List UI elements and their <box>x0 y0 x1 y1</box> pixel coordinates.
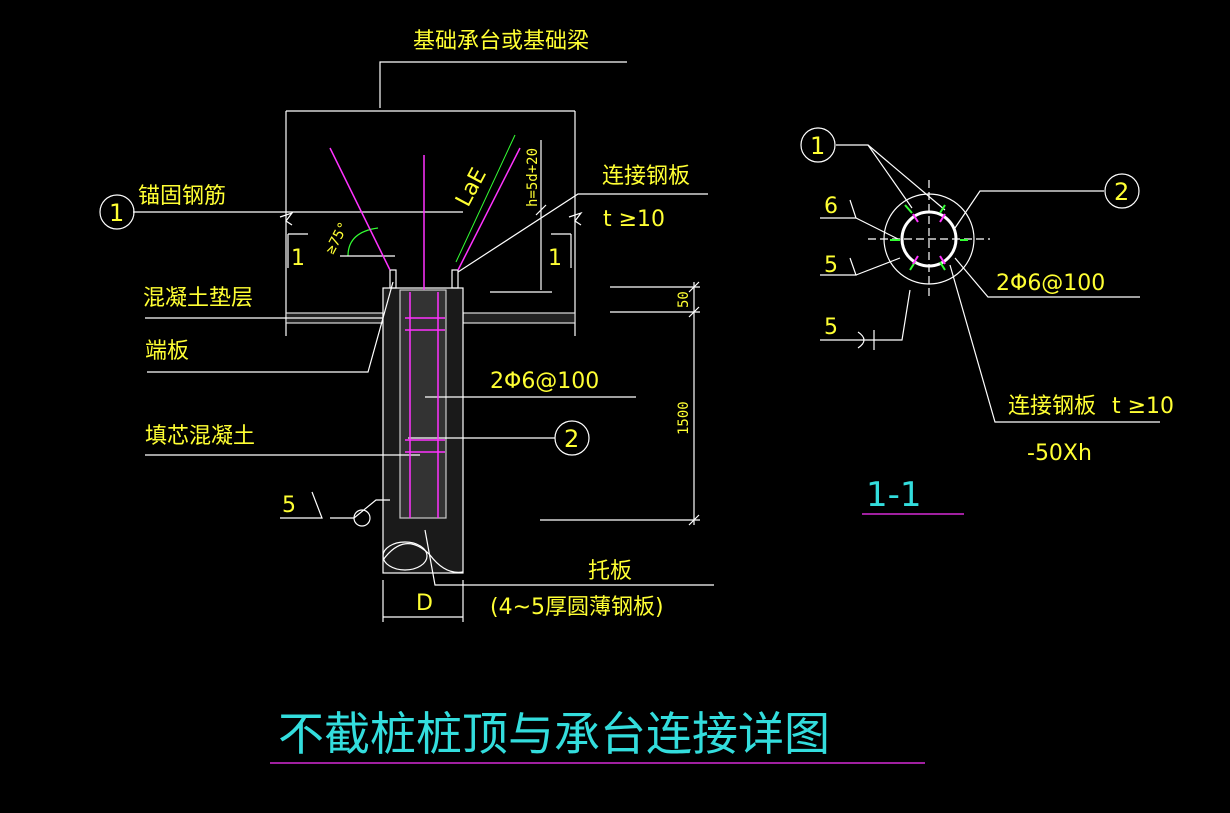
section-weld-6-label: 6 <box>824 194 838 219</box>
weld-5a-leader <box>855 257 901 276</box>
lae-dim-line <box>455 134 516 263</box>
weld-symbol-5 <box>280 491 323 519</box>
dim-50-label: 50 <box>676 291 692 308</box>
weld-mark-6 <box>939 261 946 271</box>
section-bubble-one-leader-2 <box>867 144 946 211</box>
section-plate-leader <box>949 264 1160 423</box>
weld-leader <box>330 499 390 519</box>
plate-thickness-label: t ≥10 <box>603 207 665 232</box>
section-plate-label: 连接钢板 <box>1008 394 1096 419</box>
fill-concrete-core <box>399 289 447 519</box>
support-plate-label: 托板 <box>588 559 632 584</box>
rebar-tick-2 <box>939 213 946 223</box>
section-rebar-ticks <box>912 213 946 265</box>
section-rebar-leader <box>954 257 1140 298</box>
anchor-rebar-left <box>329 147 391 271</box>
bubble-one-elevation <box>99 194 135 230</box>
section-welds <box>890 204 968 271</box>
pile-bottom-break <box>382 541 428 571</box>
weld-5-label: 5 <box>282 493 296 518</box>
rebar-lines <box>329 147 521 518</box>
reference-bubbles <box>99 127 1140 456</box>
weld-mark-2 <box>939 204 946 214</box>
end-plate-right <box>451 269 459 289</box>
weld-mark-1 <box>904 204 913 214</box>
section-view <box>820 144 1160 515</box>
weld-6-leader <box>855 217 901 241</box>
bubble-two-section-text: 2 <box>1114 178 1129 206</box>
weld-5b-symbol <box>820 289 911 341</box>
bubble-one-section <box>800 127 836 163</box>
section-mark-right: 1 <box>548 246 562 271</box>
dim-h-tick-top <box>535 204 547 216</box>
dim-tick-3 <box>688 514 700 526</box>
drawing-title: 不截桩桩顶与承台连接详图 <box>278 707 830 761</box>
rebar-tick-1 <box>912 213 919 223</box>
lae-label: LaE <box>451 164 492 211</box>
end-plate-label: 端板 <box>145 339 189 364</box>
break-mark-left <box>279 211 294 226</box>
weld-site-circle <box>353 509 371 527</box>
weld-5b-mark <box>857 330 875 350</box>
connect-plate-leader <box>457 193 708 273</box>
bubble-two-elevation-text: 2 <box>564 425 579 453</box>
dim-1500-label: 1500 <box>676 401 692 435</box>
fill-concrete-label: 填芯混凝土 <box>145 424 255 449</box>
bubble-two-section <box>1104 173 1140 209</box>
rebar-tick-3 <box>912 255 919 265</box>
end-plate-leader <box>147 281 394 373</box>
angle-arc <box>347 227 379 257</box>
plate-size-label: -50Xh <box>1027 441 1092 466</box>
cushion-label: 混凝土垫层 <box>143 286 253 311</box>
anchor-rebar-label: 锚固钢筋 <box>138 184 226 209</box>
support-plate-note: (4~5厚圆薄钢板) <box>490 595 664 620</box>
end-plate-left <box>389 269 397 289</box>
break-mark-right <box>568 211 583 226</box>
bubble-one-elevation-text: 1 <box>109 199 124 227</box>
elevation-view <box>133 61 714 622</box>
dim-h-label: h=5d+20 <box>525 148 541 207</box>
foundation-label: 基础承台或基础梁 <box>413 29 589 54</box>
section-rebar-label: 2Φ6@100 <box>996 271 1105 296</box>
dim-d-label: D <box>416 591 433 616</box>
section-weld-5a-label: 5 <box>824 253 838 278</box>
bubble-one-section-text: 1 <box>810 132 825 160</box>
section-title: 1-1 <box>866 475 922 515</box>
dim-tick-1 <box>688 281 700 293</box>
section-mark-left: 1 <box>291 246 305 271</box>
dim-tick-2 <box>688 306 700 318</box>
connect-plate-label: 连接钢板 <box>602 164 690 189</box>
concrete-cushion-right <box>462 312 576 324</box>
section-bubble-one-leader <box>836 144 913 209</box>
anchor-rebar-right <box>457 147 521 271</box>
bubble-two-elevation <box>554 420 590 456</box>
section-plate-thickness: t ≥10 <box>1112 394 1174 419</box>
support-plate-leader <box>424 529 714 586</box>
foundation-leader <box>379 61 627 108</box>
section-bubble-two-leader <box>954 190 1104 229</box>
section-weld-5b-label: 5 <box>824 315 838 340</box>
rebar-tick-4 <box>939 255 946 265</box>
rebar-spec-label: 2Φ6@100 <box>490 369 599 394</box>
